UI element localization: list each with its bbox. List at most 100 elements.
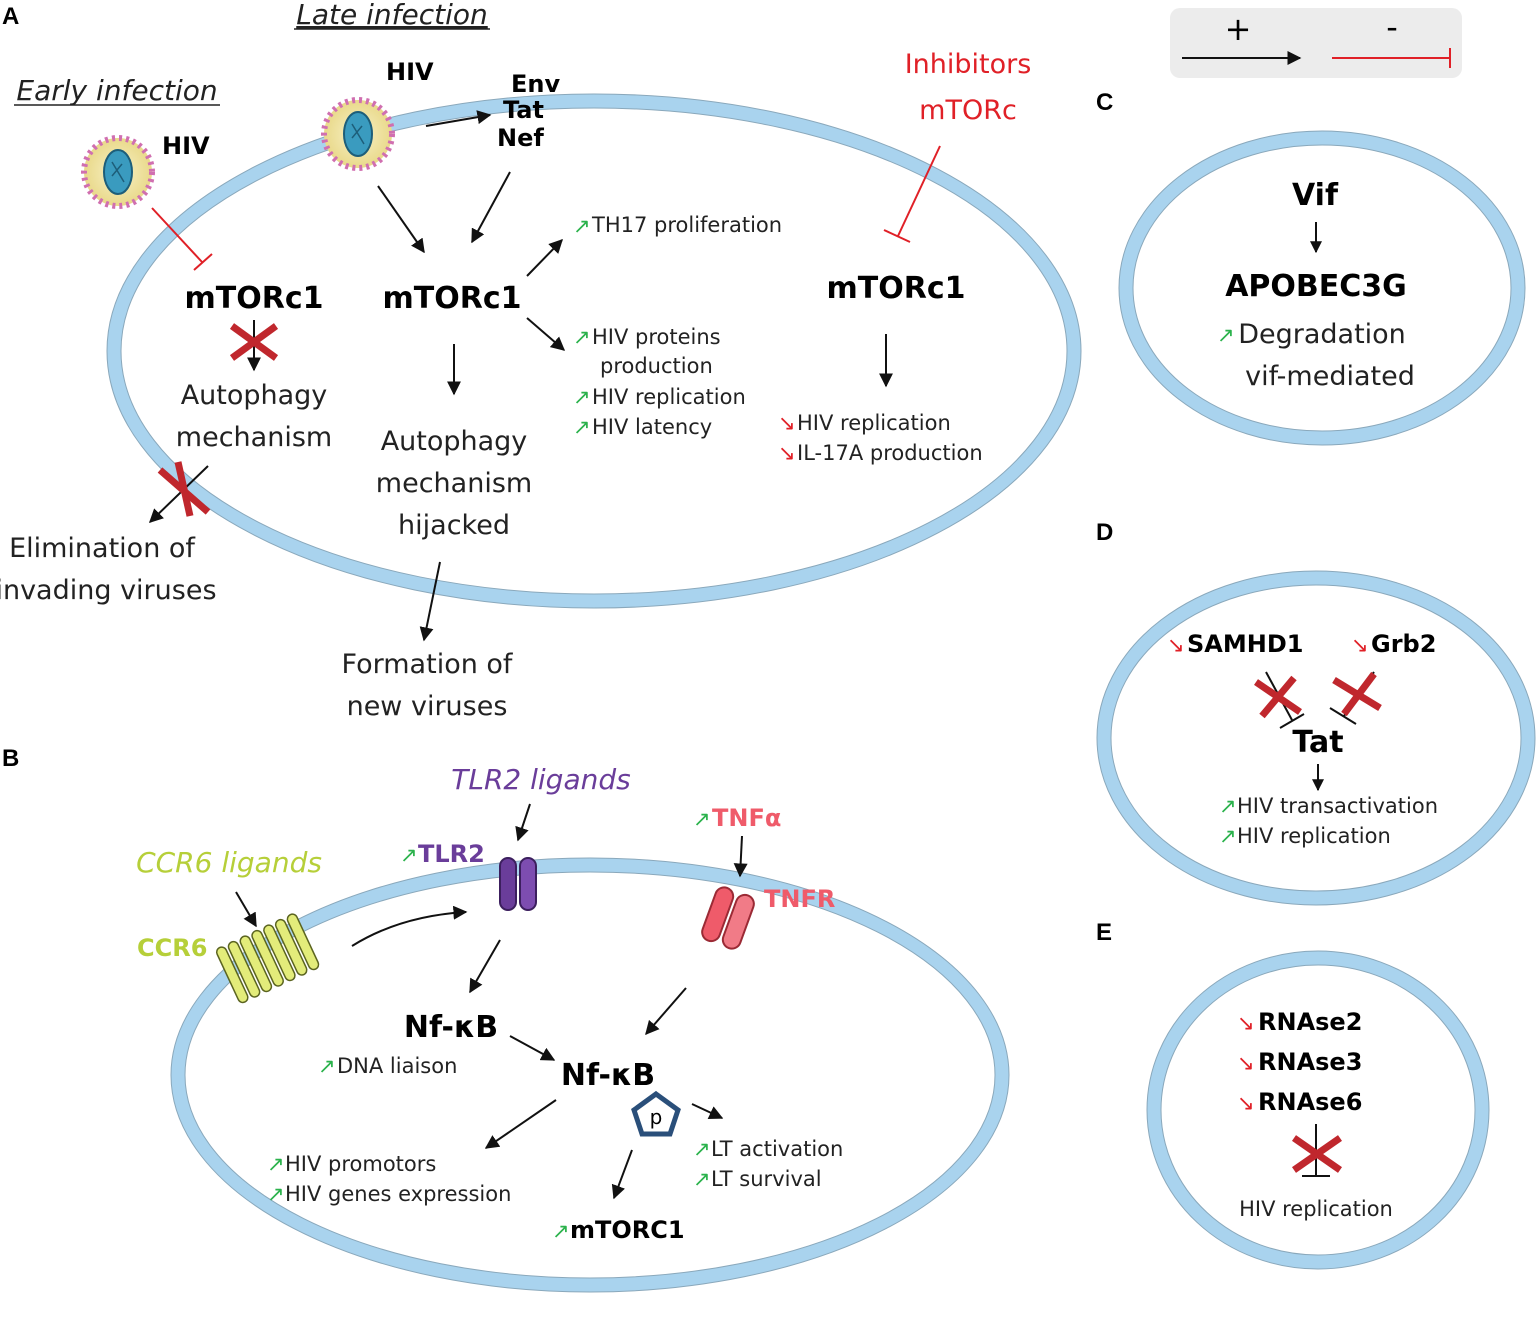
- hivprot-up-icon: ↗: [573, 325, 591, 349]
- panel-a: A Late infection Early infection HIV HIV…: [0, 0, 1082, 722]
- rnase2-label: RNAse2: [1258, 1008, 1362, 1036]
- blocked-cross-icon-3: [1254, 675, 1302, 719]
- arrow-nfkb1-nfkb2: [509, 1035, 556, 1061]
- th17-label: TH17 proliferation: [591, 213, 782, 237]
- arrow-hiv-to-env: [425, 110, 492, 127]
- phosphate-label: p: [650, 1105, 663, 1129]
- hivlat-up-icon: ↗: [573, 415, 591, 439]
- legend-plus: +: [1225, 10, 1252, 48]
- hiv-replication-d: HIV replication: [1237, 824, 1391, 848]
- ccr6-receptor-icon: [215, 913, 320, 1004]
- formation-1: Formation of: [342, 649, 514, 680]
- nfkb-1: Nf-κB: [404, 1010, 498, 1045]
- ltsurv-up-icon: ↗: [693, 1167, 711, 1191]
- autophagy-left-1: Autophagy: [181, 380, 328, 411]
- hiv-replication-down: HIV replication: [797, 411, 951, 435]
- phosphate-icon: [631, 1090, 681, 1137]
- legend: + -: [1170, 8, 1462, 78]
- ltact-up-icon: ↗: [693, 1137, 711, 1161]
- inhibitors-label-2: mTORc: [919, 95, 1017, 126]
- arrow-mtorc1-th17: [526, 238, 563, 277]
- mtorc1-mid: mTORc1: [383, 281, 522, 316]
- blocked-cross-icon-4: [1332, 671, 1382, 717]
- autophagy-left-2: mechanism: [176, 422, 332, 453]
- mtorc1-b: mTORC1: [570, 1216, 685, 1244]
- tlr2-ligands-label: TLR2 ligands: [451, 763, 630, 796]
- hivrep-up-icon: ↗: [573, 385, 591, 409]
- arrow-nfkb2-mtorc1: [611, 1149, 633, 1200]
- mtorc1-left: mTORc1: [185, 281, 324, 316]
- ccr6-ligands-label: CCR6 ligands: [136, 846, 322, 879]
- degradation-1: Degradation: [1238, 319, 1406, 350]
- tnfr-receptor-icon: [701, 886, 755, 950]
- dna-up-icon: ↗: [318, 1054, 336, 1078]
- inhibit-bar-inhibitors: [883, 229, 911, 243]
- rnase3-label: RNAse3: [1258, 1048, 1362, 1076]
- apobec3g-label: APOBEC3G: [1225, 269, 1407, 304]
- grb2-down-icon: ↘: [1351, 633, 1369, 657]
- cell-membrane-a: [107, 94, 1081, 608]
- tlr2-label: TLR2: [418, 840, 485, 868]
- hivrep-down-icon: ↘: [778, 411, 796, 435]
- hiv-proteins-2: production: [600, 354, 713, 378]
- blocked-cross-icon-5: [1292, 1135, 1342, 1173]
- grb2-label: Grb2: [1371, 630, 1436, 658]
- cell-membrane-a-outline: [106, 93, 1082, 609]
- panel-label-d: D: [1096, 519, 1113, 546]
- formation-2: new viruses: [347, 691, 508, 722]
- arrow-env-mtorc1-mid: [471, 171, 511, 244]
- transactivation-up-icon: ↗: [1219, 794, 1237, 818]
- arrow-to-formation: [419, 561, 441, 642]
- panel-e: E ↘ RNAse2 ↘ RNAse3 ↘ RNAse6 HIV replica…: [1096, 919, 1490, 1270]
- cell-membrane-d-inner: [1110, 584, 1522, 892]
- elimination-1: Elimination of: [9, 533, 196, 564]
- tlr2-receptor-icon: [499, 857, 537, 911]
- hiv-replication-up: HIV replication: [592, 385, 746, 409]
- arrow-tnfr-nfkb2: [645, 987, 687, 1036]
- degradation-2: vif-mediated: [1245, 361, 1415, 392]
- rnase2-down-icon: ↘: [1237, 1011, 1255, 1035]
- il17a-production: IL-17A production: [797, 441, 983, 465]
- panel-d: D ↘ SAMHD1 ↘ Grb2 Tat ↗ HIV transactivat…: [1096, 519, 1536, 906]
- cell-membrane-d: [1097, 571, 1535, 905]
- replication-up-icon-d: ↗: [1219, 824, 1237, 848]
- cell-membrane-b: [171, 858, 1009, 1292]
- cell-membrane-e-inner: [1160, 964, 1476, 1256]
- hiv-genes-expression: HIV genes expression: [285, 1182, 511, 1206]
- panel-label-a: A: [2, 3, 19, 30]
- late-infection-title: Late infection: [296, 0, 488, 31]
- hiv-proteins-1: HIV proteins: [592, 325, 721, 349]
- panel-c: C Vif APOBEC3G ↗ Degradation vif-mediate…: [1096, 89, 1526, 446]
- cell-membrane-e: [1147, 951, 1489, 1269]
- cell-membrane-a-inner: [120, 107, 1068, 595]
- early-infection-title: Early infection: [16, 74, 217, 107]
- hiv-virus-early-icon: [81, 135, 155, 209]
- legend-box: [1170, 8, 1462, 78]
- hiv-virus-late-icon: [321, 97, 395, 171]
- vif-label: Vif: [1292, 178, 1339, 213]
- inhibit-hiv-early-mtorc1: [151, 207, 203, 263]
- tnfa-up-icon: ↗: [693, 807, 711, 831]
- tlr2-up-icon: ↗: [400, 843, 418, 867]
- th17-up-icon: ↗: [573, 214, 591, 238]
- tat-label: Tat: [503, 96, 544, 124]
- hiv-label-early: HIV: [162, 132, 210, 160]
- inhibit-bar-grb2: [1329, 707, 1357, 725]
- panel-b: B TLR2 ligands ↗ TLR2 ↗ TNFα TNFR CCR6 l…: [2, 745, 1010, 1293]
- arrow-nfkb2-hivprom: [484, 1099, 557, 1149]
- cell-membrane-c-outline: [1118, 130, 1526, 446]
- dna-liaison: DNA liaison: [337, 1054, 457, 1078]
- inhibit-bar-early: [193, 253, 213, 271]
- blocked-cross-icon-2: [157, 461, 211, 517]
- tnfa-label: TNFα: [712, 804, 781, 832]
- arrow-to-elimination: [148, 465, 209, 523]
- inhibitors-label-1: Inhibitors: [905, 49, 1032, 80]
- hiv-replication-e: HIV replication: [1239, 1197, 1393, 1221]
- cell-membrane-c: [1119, 131, 1525, 445]
- arrow-ccr6-ligands: [235, 891, 257, 928]
- arrow-tlr2-nfkb: [469, 939, 501, 994]
- hiv-promotors: HIV promotors: [285, 1152, 436, 1176]
- samhd1-label: SAMHD1: [1187, 630, 1303, 658]
- cell-membrane-c-inner: [1132, 144, 1512, 432]
